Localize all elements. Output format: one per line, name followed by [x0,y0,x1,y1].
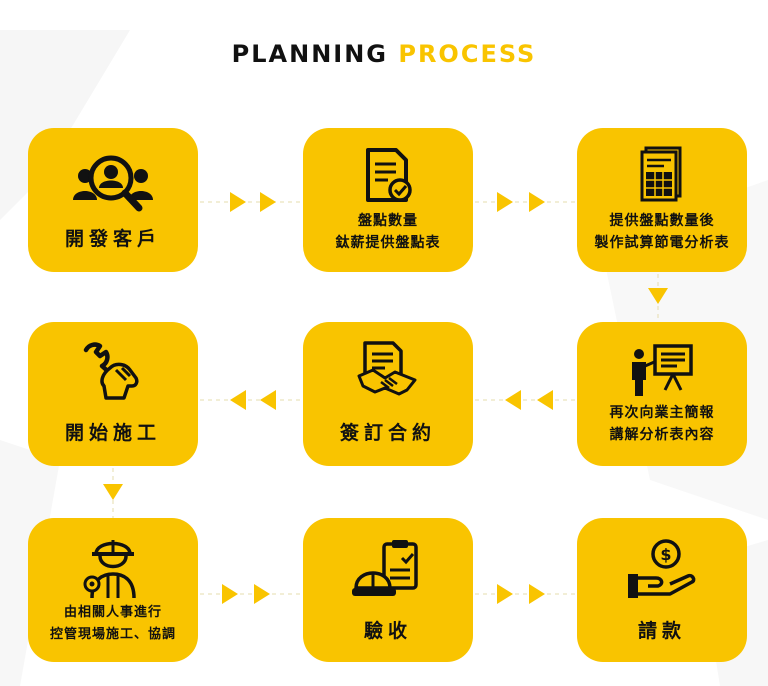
step-card-7: 由相關人事進行 控管現場施工、協調 [28,518,198,662]
hand-coin-icon: $ [628,539,696,598]
flow-arrow-2-to-3 [475,192,575,212]
search-people-icon [73,155,153,212]
step-card-3: 提供盤點數量後 製作試算節電分析表 [577,128,747,272]
step-9-label: 請款 [637,620,686,642]
step-card-4: 再次向業主簡報 講解分析表內容 [577,322,747,466]
step-3-label: 提供盤點數量後 [609,213,715,229]
flow-arrow-6-to-7 [103,468,123,518]
worker-icon [83,540,136,599]
document-check-icon [366,148,412,202]
flow-arrow-1-to-2 [200,192,300,212]
step-card-5: 簽訂合約 [303,322,473,466]
flow-arrow-8-to-9 [475,584,575,604]
step-card-1: 開發客戶 [28,128,198,272]
flow-arrow-3-to-4 [648,274,668,322]
step-8-label: 驗收 [363,620,412,642]
step-7-label-line2: 控管現場施工、協調 [49,627,176,642]
spreadsheet-icon [640,146,682,202]
step-3-label-line2: 製作試算節電分析表 [594,235,730,251]
step-4-label-line2: 講解分析表內容 [609,427,715,443]
hardhat-clipboard-icon [352,540,418,596]
step-5-label: 簽訂合約 [339,422,436,444]
presentation-icon [632,344,693,396]
page-title: PLANNING PROCESS [0,40,768,68]
step-card-2: 盤點數量 鈦薪提供盤點表 [303,128,473,272]
flow-arrow-4-to-5 [475,390,575,410]
step-4-label: 再次向業主簡報 [609,405,715,421]
step-card-6: 開始施工 [28,322,198,466]
step-2-label: 盤點數量 [358,213,418,229]
step-card-9: $ 請款 [577,518,747,662]
step-1-label: 開發客戶 [64,228,161,250]
svg-text:$: $ [660,545,671,564]
step-6-label: 開始施工 [64,422,161,444]
flow-arrow-7-to-8 [200,584,300,604]
wrench-hand-icon [83,342,139,400]
contract-handshake-icon [357,341,417,396]
step-card-8: 驗收 [303,518,473,662]
title-main: PLANNING [231,40,388,68]
step-7-label: 由相關人事進行 [63,605,162,620]
title-accent: PROCESS [398,40,537,68]
flow-arrow-5-to-6 [200,390,300,410]
step-2-label-line2: 鈦薪提供盤點表 [335,235,441,251]
